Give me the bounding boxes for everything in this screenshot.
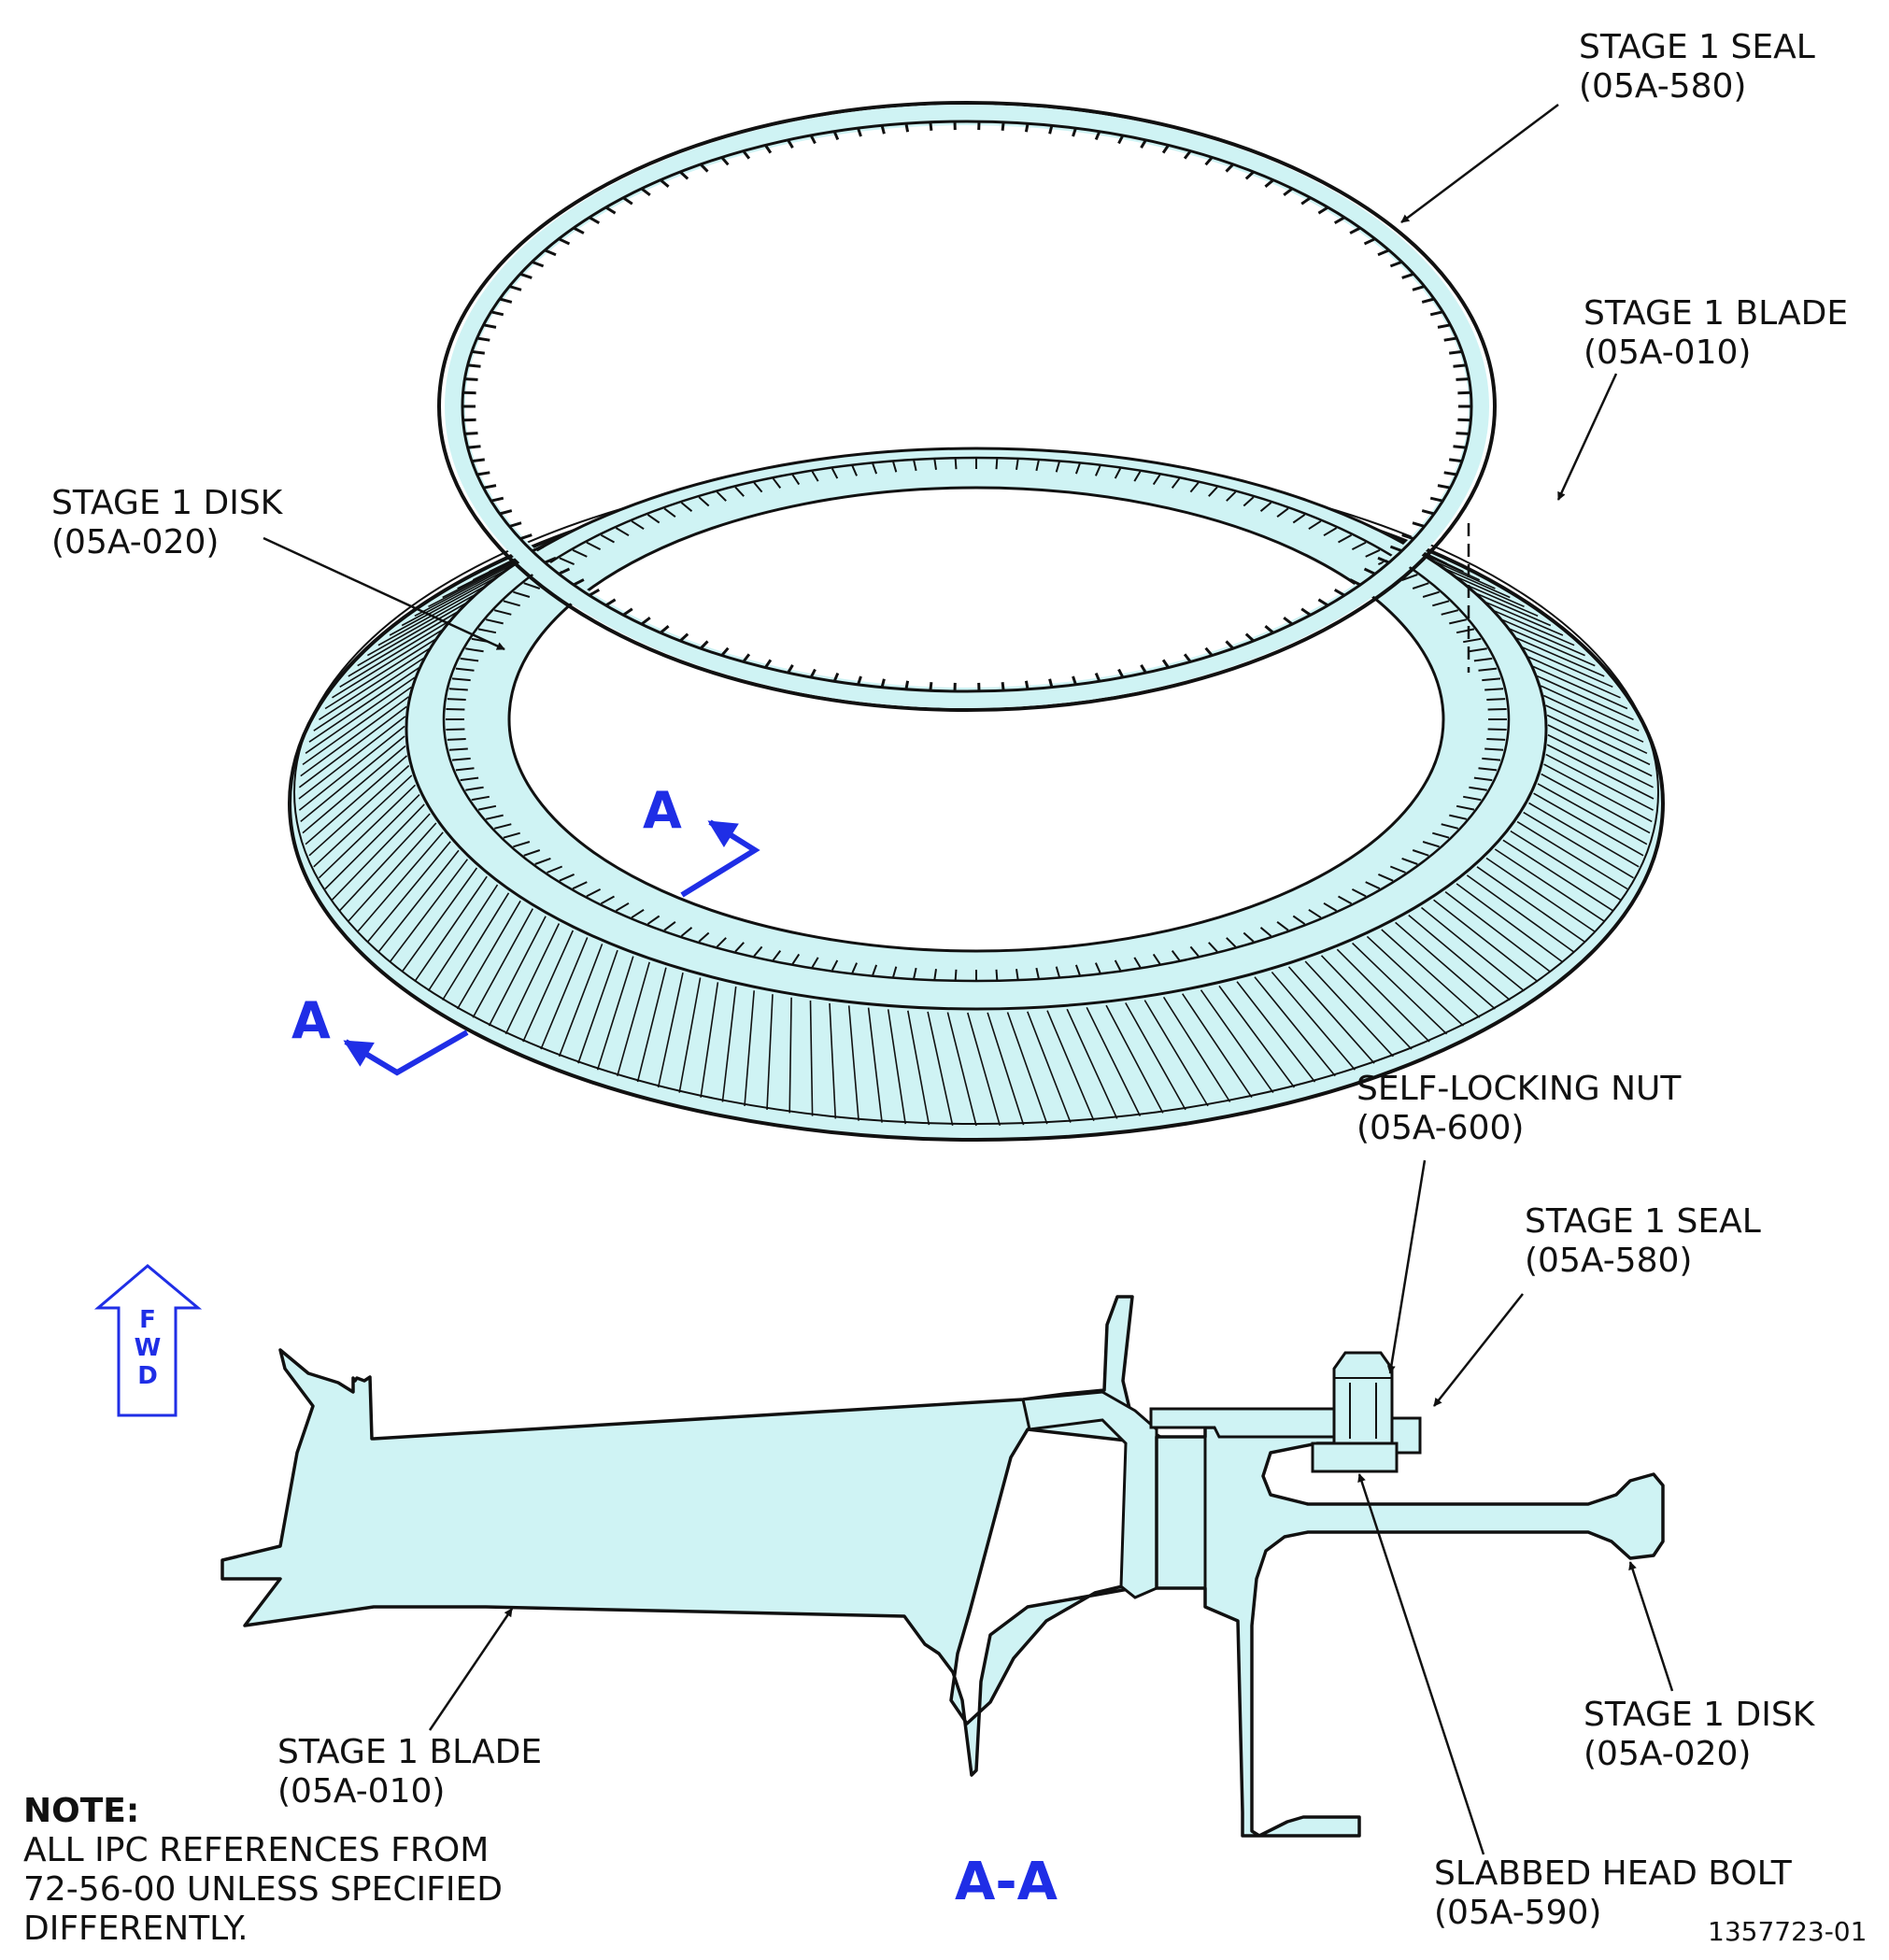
- leader-blade-sec: [428, 1608, 514, 1731]
- disk-blade-assembly: [288, 447, 1665, 1142]
- disk-rim-inner: [442, 456, 1511, 983]
- callout-bolt: SLABBED HEAD BOLT (05A-590): [1434, 1854, 1792, 1933]
- leader-blade-top: [1556, 373, 1618, 501]
- callout-blade-top-ref: (05A-010): [1584, 334, 1752, 372]
- note-block: NOTE: ALL IPC REFERENCES FROM 72-56-00 U…: [23, 1792, 503, 1949]
- callout-nut-name: SELF-LOCKING NUT: [1356, 1070, 1682, 1108]
- callout-blade-sec: STAGE 1 BLADE (05A-010): [277, 1733, 542, 1811]
- seal-tabs: [462, 121, 1471, 691]
- note-line-1: ALL IPC REFERENCES FROM: [23, 1831, 490, 1869]
- section-cut-marker-upper: [680, 819, 760, 898]
- fwd-arrow-icon: [93, 1264, 203, 1417]
- blade-platform: [1021, 1390, 1158, 1599]
- leader-seal-sec: [1433, 1293, 1524, 1407]
- disk-bore: [507, 486, 1445, 953]
- leader-bolt: [1357, 1473, 1485, 1855]
- section-a-a: [220, 1295, 1665, 1838]
- callout-disk-top-name: STAGE 1 DISK: [51, 484, 283, 522]
- callout-disk-top: STAGE 1 DISK (05A-020): [51, 484, 282, 562]
- callout-blade-sec-name: STAGE 1 BLADE: [277, 1733, 543, 1771]
- blade-airfoil-section: [220, 1295, 1165, 1777]
- callout-seal-top-name: STAGE 1 SEAL: [1579, 28, 1815, 66]
- disk-section: [1155, 1426, 1665, 1838]
- callout-seal-sec-ref: (05A-580): [1525, 1242, 1693, 1280]
- section-marker-upper: A: [643, 781, 682, 840]
- note-line-3: DIFFERENTLY.: [23, 1910, 249, 1948]
- callout-seal-top: STAGE 1 SEAL (05A-580): [1579, 28, 1815, 107]
- callout-disk-sec-name: STAGE 1 DISK: [1584, 1696, 1815, 1734]
- section-cut-marker-lower: [343, 1030, 469, 1076]
- fwd-letter-f: F: [139, 1306, 156, 1334]
- section-marker-lower: A: [291, 991, 331, 1050]
- callout-disk-top-ref: (05A-020): [51, 523, 220, 561]
- callout-seal-top-ref: (05A-580): [1579, 67, 1747, 106]
- section-title: A-A: [955, 1852, 1058, 1912]
- leader-disk-top: [263, 536, 505, 651]
- callout-bolt-ref: (05A-590): [1434, 1894, 1602, 1932]
- disk-dovetail-slots: [446, 459, 1507, 980]
- stage-1-seal-ring: [437, 101, 1497, 712]
- callout-nut: SELF-LOCKING NUT (05A-600): [1356, 1070, 1681, 1148]
- fwd-label: F W D: [129, 1306, 166, 1390]
- self-locking-nut: [1332, 1351, 1394, 1445]
- callout-seal-sec: STAGE 1 SEAL (05A-580): [1525, 1202, 1761, 1281]
- slabbed-head-bolt: [1311, 1442, 1399, 1473]
- fwd-letter-w: W: [134, 1334, 162, 1362]
- leader-seal-top: [1400, 104, 1559, 223]
- callout-seal-sec-name: STAGE 1 SEAL: [1525, 1202, 1761, 1241]
- note-heading: NOTE:: [23, 1792, 140, 1830]
- callout-disk-sec-ref: (05A-020): [1584, 1735, 1752, 1773]
- callout-blade-top: STAGE 1 BLADE (05A-010): [1584, 294, 1848, 373]
- note-line-2: 72-56-00 UNLESS SPECIFIED: [23, 1870, 503, 1909]
- fwd-letter-d: D: [137, 1362, 158, 1390]
- callout-nut-ref: (05A-600): [1356, 1109, 1525, 1147]
- callout-disk-sec: STAGE 1 DISK (05A-020): [1584, 1696, 1814, 1774]
- leader-nut: [1386, 1159, 1427, 1374]
- figure-id: 1357723-01: [1708, 1916, 1868, 1947]
- callout-blade-sec-ref: (05A-010): [277, 1772, 446, 1811]
- leader-disk-sec: [1628, 1561, 1674, 1692]
- callout-blade-top-name: STAGE 1 BLADE: [1584, 294, 1849, 333]
- callout-bolt-name: SLABBED HEAD BOLT: [1434, 1854, 1792, 1893]
